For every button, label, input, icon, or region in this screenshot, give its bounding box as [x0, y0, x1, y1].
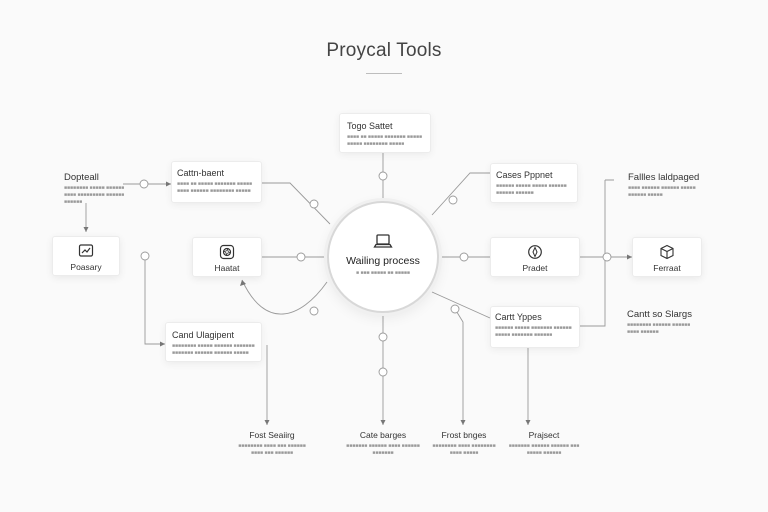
laptop-icon	[373, 234, 393, 248]
label-description: ■■■■■■■ ■■■■■■ ■■■■■■ ■■■ ■■■■■ ■■■■■■	[508, 443, 580, 456]
info-title: Fallles laldpaged	[628, 172, 700, 183]
connector-cattn-center	[262, 182, 331, 225]
card-cases-pppnet[interactable]: Cases Pppnet ■■■■■■ ■■■■■ ■■■■■ ■■■■■■ ■…	[490, 163, 578, 203]
info-title: Dopteall	[64, 172, 99, 183]
label-title: Cate barges	[359, 430, 407, 440]
node-label: Haatat	[214, 263, 240, 273]
node-label: Poasary	[70, 262, 102, 272]
connector-arc	[241, 279, 328, 315]
label-title: Prajsect	[528, 430, 560, 440]
arrowhead	[460, 420, 466, 425]
junction-dot	[140, 251, 150, 261]
connector-left-loop	[144, 256, 165, 345]
info-description: ■■■■■■■■ ■■■■■■ ■■■■■■ ■■■■ ■■■■■■	[627, 322, 691, 335]
center-description: ■ ■■■ ■■■■■ ■■ ■■■■■	[356, 270, 410, 276]
junction-dot	[378, 367, 388, 377]
node-pradet[interactable]: Pradet	[490, 237, 580, 277]
junction-dot	[309, 199, 319, 209]
arrowhead	[627, 254, 632, 260]
node-label: Ferraat	[653, 263, 681, 273]
connector-right-bus	[580, 179, 614, 327]
junction-dot	[139, 179, 149, 189]
center-process-node[interactable]: Wailing process ■ ■■■ ■■■■■ ■■ ■■■■■	[327, 201, 439, 313]
junction-dot	[378, 171, 388, 181]
card-title: Togo Sattet	[347, 121, 393, 131]
compass-icon	[528, 245, 542, 259]
junction-dot	[378, 332, 388, 342]
junction-dot	[309, 306, 319, 316]
info-dopteall: Dopteall ■■■■■■■■ ■■■■■ ■■■■■■ ■■■■ ■■■■…	[64, 172, 132, 206]
card-description: ■■■■■■ ■■■■■ ■■■■■■■ ■■■■■■ ■■■■■ ■■■■■■…	[495, 325, 572, 338]
card-togo-sattet[interactable]: Togo Sattet ■■■■ ■■ ■■■■■ ■■■■■■■ ■■■■■ …	[339, 113, 431, 153]
card-cand-ulagipent[interactable]: Cand Ulagipent ■■■■■■■■ ■■■■■ ■■■■■■ ■■■…	[165, 322, 262, 362]
info-description: ■■■■■■■■ ■■■■■ ■■■■■■ ■■■■ ■■■■■■■■■ ■■■…	[64, 185, 125, 205]
connector-bottom-mid	[454, 308, 464, 425]
junction-dot	[448, 195, 458, 205]
card-description: ■■■■■■ ■■■■■ ■■■■■ ■■■■■■ ■■■■■■ ■■■■■■	[496, 183, 567, 196]
node-haatat[interactable]: Haatat	[192, 237, 262, 277]
center-label: Wailing process	[346, 255, 420, 267]
card-description: ■■■■ ■■ ■■■■■ ■■■■■■■ ■■■■■ ■■■■■ ■■■■■■…	[347, 134, 423, 147]
junction-dot	[459, 252, 469, 262]
arrowhead	[264, 420, 270, 425]
node-ferraat[interactable]: Ferraat	[632, 237, 702, 277]
info-title: Cantt so Slargs	[627, 309, 692, 320]
label-description: ■■■■■■■ ■■■■■■ ■■■■ ■■■■■■ ■■■■■■■	[346, 443, 420, 456]
box-icon	[660, 244, 674, 260]
card-title: Cartt Yppes	[495, 312, 542, 322]
label-fost-seaiirg: Fost Seaiirg ■■■■■■■■ ■■■■ ■■■ ■■■■■■ ■■…	[232, 430, 312, 457]
arrowhead	[380, 420, 386, 425]
page-title: Proycal Tools	[326, 40, 442, 61]
arrowhead	[240, 280, 246, 286]
info-fallles-laldpaged: Fallles laldpaged ■■■■ ■■■■■■ ■■■■■■ ■■■…	[628, 172, 704, 199]
aperture-icon	[219, 244, 235, 260]
card-cartt-yppes[interactable]: Cartt Yppes ■■■■■■ ■■■■■ ■■■■■■■ ■■■■■■ …	[490, 306, 580, 348]
label-frost-bnges: Frost bnges ■■■■■■■■ ■■■■ ■■■■■■■■ ■■■■ …	[428, 430, 500, 457]
node-label: Pradet	[522, 263, 548, 273]
label-prajsect: Prajsect ■■■■■■■ ■■■■■■ ■■■■■■ ■■■ ■■■■■…	[506, 430, 582, 457]
label-title: Frost bnges	[441, 430, 487, 440]
arrowhead	[525, 420, 531, 425]
label-title: Fost Seaiirg	[249, 430, 295, 440]
label-cate-barges: Cate barges ■■■■■■■ ■■■■■■ ■■■■ ■■■■■■ ■…	[345, 430, 421, 457]
junction-dot	[296, 252, 306, 262]
card-title: Cand Ulagipent	[172, 330, 235, 340]
card-cattn-baent[interactable]: Cattn-baent ■■■■ ■■ ■■■■■ ■■■■■■■ ■■■■■ …	[171, 161, 262, 203]
info-description: ■■■■ ■■■■■■ ■■■■■■ ■■■■■ ■■■■■■ ■■■■■	[628, 185, 696, 198]
info-cantt-so-slargs: Cantt so Slargs ■■■■■■■■ ■■■■■■ ■■■■■■ ■…	[627, 309, 703, 336]
connector-cartt	[431, 291, 491, 319]
chart-icon	[78, 244, 94, 257]
node-poasary[interactable]: Poasary	[52, 236, 120, 276]
title-divider	[366, 73, 402, 74]
card-title: Cattn-baent	[177, 168, 225, 178]
junction-dot	[602, 252, 612, 262]
junction-dot	[450, 304, 460, 314]
label-description: ■■■■■■■■ ■■■■ ■■■ ■■■■■■ ■■■■ ■■■ ■■■■■■	[238, 443, 306, 456]
arrowhead	[160, 341, 165, 347]
label-description: ■■■■■■■■ ■■■■ ■■■■■■■■ ■■■■ ■■■■■	[432, 443, 496, 456]
card-description: ■■■■ ■■ ■■■■■ ■■■■■■■ ■■■■■ ■■■■ ■■■■■■ …	[177, 181, 253, 194]
arrowhead	[83, 227, 89, 232]
card-title: Cases Pppnet	[496, 170, 553, 180]
connector-cases-center	[431, 172, 490, 216]
card-description: ■■■■■■■■ ■■■■■ ■■■■■■ ■■■■■■■ ■■■■■■■ ■■…	[172, 343, 255, 356]
arrowhead	[166, 181, 171, 187]
